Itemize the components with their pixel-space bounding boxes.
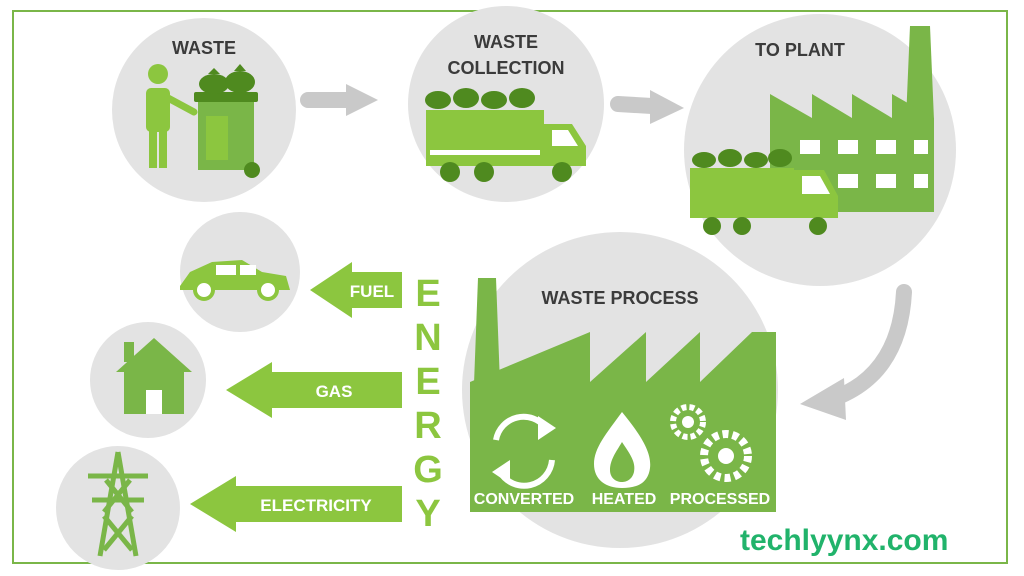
person-icon <box>146 64 198 168</box>
energy-word: E N E R G Y <box>413 273 443 535</box>
house-icon <box>116 338 192 414</box>
truck-icon <box>426 110 586 182</box>
garbage-bag-icon <box>199 64 255 94</box>
electricity-arrow: ELECTRICITY <box>190 476 402 532</box>
garbage-bag-icon <box>425 88 535 109</box>
plant-label: TO PLANT <box>755 40 845 60</box>
truck-icon <box>690 168 838 235</box>
electricity-circle <box>56 446 180 570</box>
flow-arrow-2 <box>610 90 684 124</box>
step-processed: PROCESSED <box>670 491 770 508</box>
recycle-icon <box>492 413 556 489</box>
garbage-bag-icon <box>692 149 792 168</box>
energy-letter: E <box>415 361 440 403</box>
energy-letter: E <box>415 273 440 315</box>
fuel-arrow: FUEL <box>310 262 402 318</box>
brand-watermark: techlyynx.com <box>740 524 949 557</box>
flow-arrow-1 <box>300 84 378 116</box>
energy-letter: N <box>414 317 441 359</box>
gas-label: GAS <box>316 382 353 401</box>
waste-label: WASTE <box>172 38 236 58</box>
energy-letter: R <box>414 405 441 447</box>
gears-icon <box>670 404 752 482</box>
collection-label-line2: COLLECTION <box>448 58 565 78</box>
electricity-label: ELECTRICITY <box>260 496 372 515</box>
gas-arrow: GAS <box>226 362 402 418</box>
energy-letter: G <box>413 449 443 491</box>
fuel-label: FUEL <box>350 282 394 301</box>
flow-arrow-3 <box>800 284 912 420</box>
pylon-icon <box>88 451 148 557</box>
trash-bin-icon <box>194 92 260 178</box>
step-converted: CONVERTED <box>474 491 574 508</box>
car-icon <box>180 260 290 301</box>
step-heated: HEATED <box>592 491 657 508</box>
process-label: WASTE PROCESS <box>541 288 698 308</box>
energy-letter: Y <box>415 493 440 535</box>
collection-label-line1: WASTE <box>474 32 538 52</box>
flame-icon <box>594 412 651 488</box>
